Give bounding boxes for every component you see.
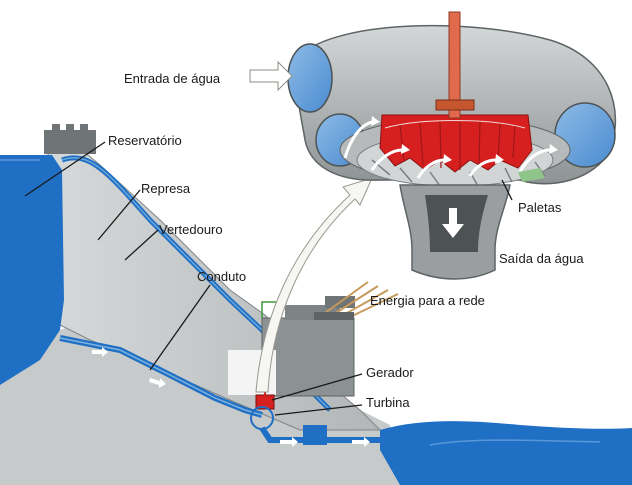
leader-gerador [271, 373, 363, 401]
leader-reservatorio [24, 141, 106, 197]
inlet-opening [287, 43, 333, 113]
label-represa: Represa [141, 181, 191, 196]
transmission-lines [317, 281, 399, 319]
turbine-detail [287, 11, 617, 280]
dam-crest [44, 130, 96, 154]
outflow-arrow [442, 208, 464, 238]
leader-paletas [501, 179, 513, 201]
label-energia-rede: Energia para a rede [370, 293, 485, 308]
turbine-shaft [448, 11, 461, 119]
reservoir-water [0, 155, 64, 385]
leader-represa [97, 189, 141, 241]
label-vertedouro: Vertedouro [159, 222, 223, 237]
leader-vertedouro [124, 229, 159, 261]
label-saida-agua: Saída da água [499, 251, 584, 266]
label-reservatorio: Reservatório [108, 133, 182, 148]
runner-wheel [379, 114, 533, 173]
label-gerador: Gerador [366, 365, 414, 380]
leader-turbina [274, 404, 363, 416]
river-water [380, 421, 632, 485]
label-conduto: Conduto [197, 269, 246, 284]
tailrace-channel [259, 426, 420, 443]
inlet-arrow [249, 60, 293, 92]
label-turbina: Turbina [366, 395, 410, 410]
label-entrada-agua: Entrada de água [124, 71, 221, 86]
leader-conduto [149, 284, 211, 371]
label-paletas: Paletas [518, 200, 562, 215]
